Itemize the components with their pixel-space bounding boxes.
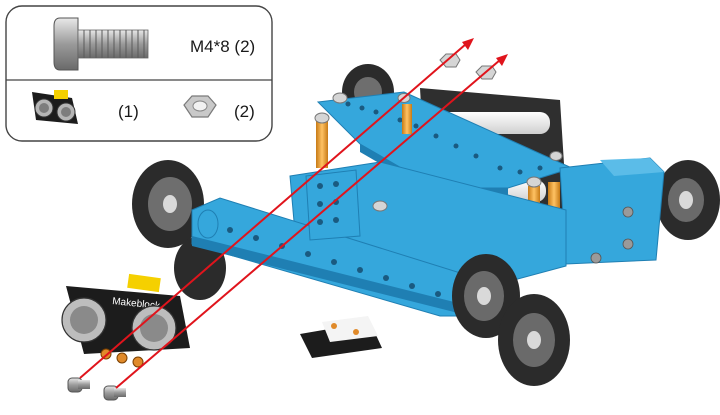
screw-right: [103, 385, 126, 401]
loose-screws: [67, 377, 126, 401]
rear-right-wheel: [656, 160, 720, 240]
loose-nuts: [439, 53, 497, 80]
sensor-transducer-left: [61, 297, 107, 343]
assembly-arrowheads: [462, 38, 508, 66]
hex-nut-icon: [183, 95, 217, 118]
front-left-wheel: [132, 160, 204, 248]
ultrasonic-sensor-icon: [32, 90, 78, 124]
screw-label: M4*8 (2): [190, 37, 255, 56]
assembly-arrow-2: [115, 59, 501, 389]
robot-chassis: [132, 64, 720, 386]
assembly-arrows: [79, 43, 501, 389]
parts-box: M4*8 (2) (1) (2): [5, 5, 273, 142]
sensor-bracket: [305, 169, 388, 241]
sensor-label: (1): [118, 102, 139, 121]
ultrasonic-sensor: Makeblock: [61, 273, 190, 368]
screw-icon: [53, 17, 149, 71]
front-beam: [191, 197, 471, 317]
front-left-lower-wheel: [174, 236, 226, 300]
chassis-frame: [559, 157, 665, 265]
screw-left: [67, 377, 90, 393]
top-nuts: [314, 92, 563, 188]
nut-label: (2): [234, 102, 255, 121]
front-right-lower-wheel: [498, 294, 570, 386]
assembly-arrow-1: [79, 43, 467, 379]
line-follower-sensor: [300, 316, 382, 358]
